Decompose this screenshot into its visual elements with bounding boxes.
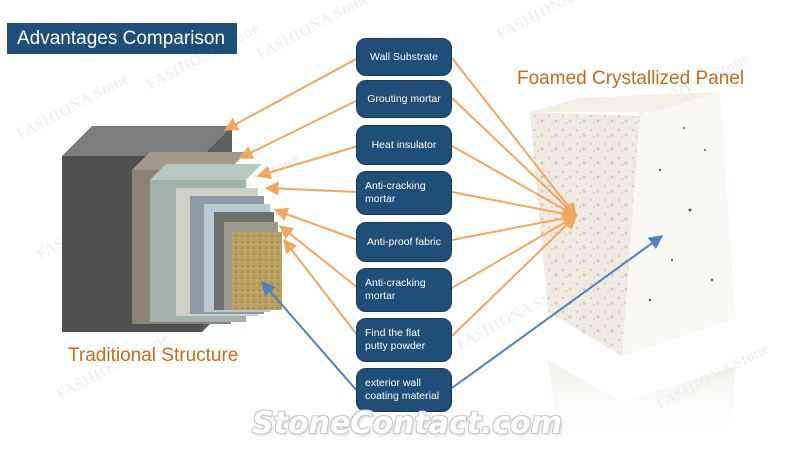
traditional-structure-heading: Traditional Structure xyxy=(68,345,239,366)
layer-label-coating-material: exterior wall coating material xyxy=(356,368,452,412)
layer-label-heat-insulator: Heat insulator xyxy=(356,125,452,165)
blue-arrows xyxy=(261,235,664,393)
layer-label-wall-substrate: Wall Substrate xyxy=(356,38,452,76)
layer-label-anti-cracking-mortar-2: Anti-cracking mortar xyxy=(356,268,452,312)
foamed-panel-graphic xyxy=(530,92,736,450)
orange-arrows-left xyxy=(223,57,359,337)
page-title: Advantages Comparison xyxy=(7,23,237,54)
traditional-structure-graphic xyxy=(62,126,282,332)
layer-label-anti-proof-fabric: Anti-proof fabric xyxy=(356,222,452,262)
foamed-panel-heading: Foamed Crystallized Panel xyxy=(517,68,745,89)
layer-label-putty-powder: Find the flat putty powder xyxy=(356,318,452,362)
site-watermark: StoneContact.com xyxy=(252,406,563,441)
orange-arrows-right xyxy=(451,57,578,337)
layer-label-grouting-mortar: Grouting mortar xyxy=(356,80,452,118)
layer-label-anti-cracking-mortar-1: Anti-cracking mortar xyxy=(356,171,452,215)
